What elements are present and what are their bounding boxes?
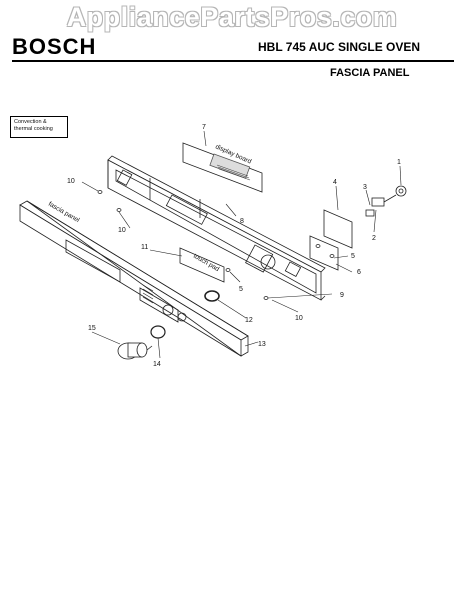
knob-ring-part [150, 325, 166, 339]
callout-8: 8 [240, 218, 244, 225]
callout-9: 9 [340, 292, 344, 299]
control-knob-part [117, 342, 153, 360]
callout-5-switch: 5 [351, 253, 355, 260]
callout-13: 13 [258, 341, 266, 348]
callout-15: 15 [88, 325, 96, 332]
callout-10-right: 10 [295, 315, 303, 322]
screw-parts [97, 190, 335, 300]
switch-bracket-part [309, 209, 353, 271]
section-title: FASCIA PANEL [330, 67, 410, 79]
callout-1: 1 [397, 159, 401, 166]
callout-12: 12 [245, 317, 253, 324]
callout-11: 11 [141, 244, 148, 251]
bracket-frame-part [107, 155, 326, 301]
callout-10-mid: 10 [118, 227, 126, 234]
model-title: HBL 745 AUC SINGLE OVEN [258, 40, 421, 54]
callout-7: 7 [202, 124, 206, 131]
callout-14: 14 [153, 361, 161, 368]
touch-pad-part [179, 247, 225, 283]
callout-10-left: 10 [67, 178, 75, 185]
leader-lines [81, 130, 402, 359]
gasket-ring-part [204, 290, 220, 302]
callout-4: 4 [333, 179, 337, 186]
callout-2: 2 [372, 235, 376, 242]
callout-3: 3 [363, 184, 367, 191]
header-rule [12, 60, 454, 62]
callout-6: 6 [357, 269, 361, 276]
fascia-panel-part [19, 200, 249, 357]
callout-5-pad: 5 [239, 286, 243, 293]
display-board-part [182, 142, 263, 193]
note-box: Convection & thermal cooking [10, 116, 68, 138]
brand-logo: BOSCH [12, 34, 97, 59]
rotary-switch-part [365, 185, 407, 217]
watermark: AppliancePartsPros.com [66, 2, 398, 32]
